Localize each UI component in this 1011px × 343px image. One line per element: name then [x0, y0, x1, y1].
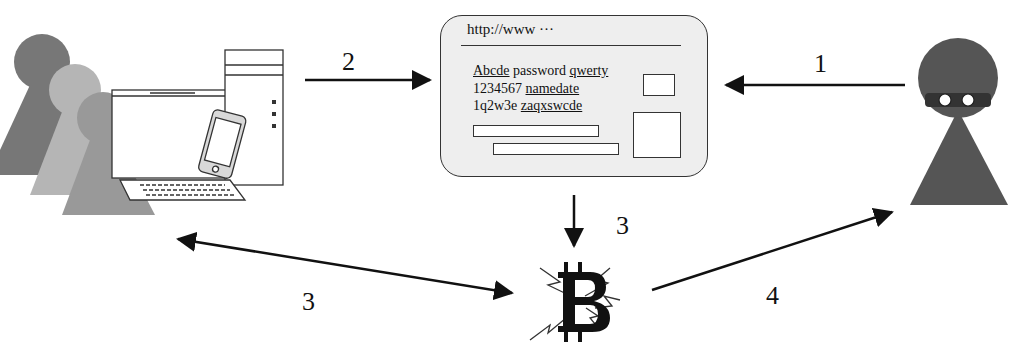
callout-number: 4 [764, 282, 781, 311]
computer-illustration [112, 50, 283, 200]
input-field [493, 143, 619, 155]
callout-number: 1 [812, 50, 829, 79]
image-placeholder [633, 112, 681, 158]
input-field [473, 125, 599, 137]
callout-number: 3 [614, 212, 631, 241]
flow-arrows [178, 80, 905, 293]
hacker-silhouette [910, 38, 1008, 205]
callout-number: 3 [300, 288, 317, 317]
address-bar-rule [461, 45, 681, 46]
bitcoin-symbol [530, 262, 620, 342]
callout-number: 2 [340, 48, 357, 77]
browser-window: http://www ··· Abcde password qwerty 1234… [440, 15, 708, 177]
image-placeholder [643, 74, 675, 96]
password-list: Abcde password qwerty 1234567 namedate 1… [473, 62, 608, 115]
url-text: http://www ··· [467, 20, 554, 38]
